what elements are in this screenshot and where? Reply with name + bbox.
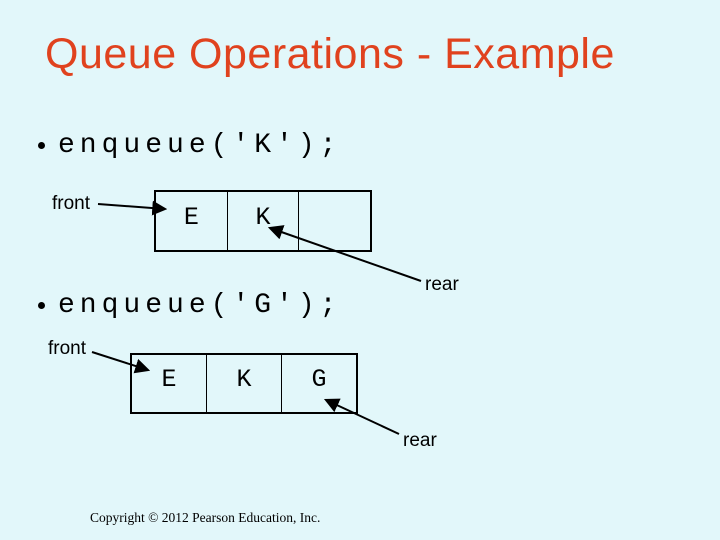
copyright-text: Copyright © 2012 Pearson Education, Inc. (90, 510, 321, 525)
queue-box-2: E K G (130, 353, 358, 414)
queue-cell (299, 192, 370, 250)
queue-cell: K (207, 355, 282, 412)
bullet-code-text: enqueue('G'); (58, 290, 342, 321)
queue-cell: G (311, 365, 327, 394)
queue-cell: K (228, 192, 300, 250)
bullet-item-enqueue-k: enqueue('K'); (38, 131, 341, 161)
queue-box-1: E K (154, 190, 372, 252)
front-label-2: front (48, 338, 87, 359)
bullet-item-enqueue-g: enqueue('G'); (38, 291, 341, 321)
page-title: Queue Operations - Example (45, 30, 615, 78)
queue-cell: E (156, 192, 228, 250)
bullet-dot-icon (38, 302, 45, 309)
rear-label-1: rear (425, 274, 459, 295)
bullet-code-text: enqueue('K'); (58, 130, 342, 161)
front-label-1: front (52, 193, 91, 214)
queue-cell: E (132, 355, 207, 412)
bullet-dot-icon (38, 142, 45, 149)
rear-label-2: rear (403, 430, 437, 451)
